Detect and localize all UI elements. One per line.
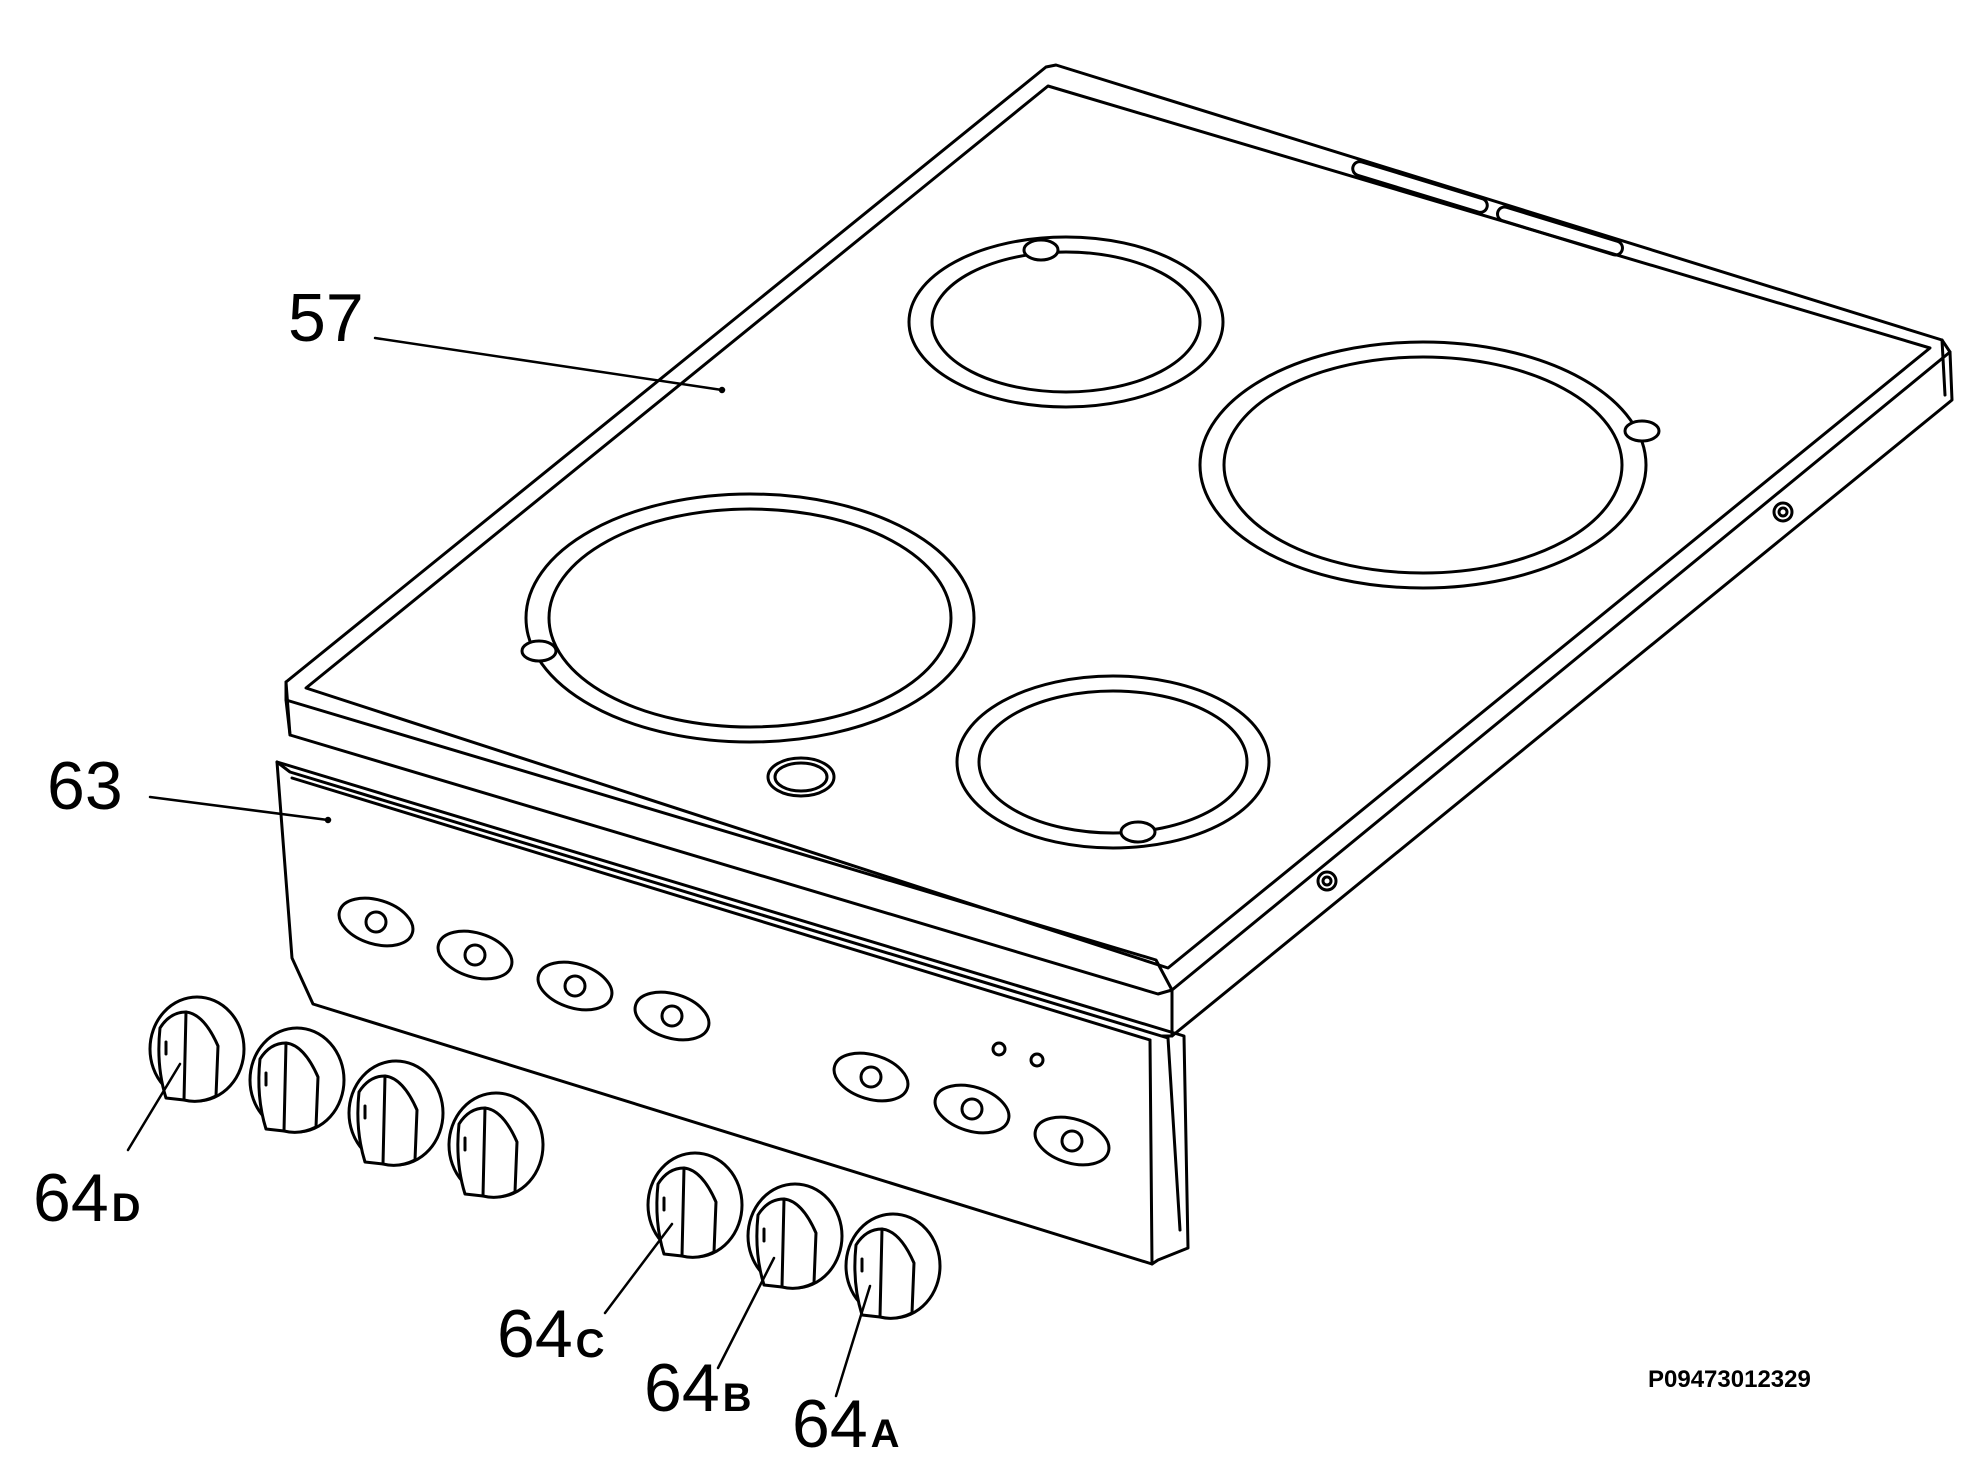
leader-63 (148, 795, 330, 822)
control-panel (275, 760, 1190, 1266)
cooking-zones (520, 235, 1661, 850)
knob-mount (832, 1051, 910, 1103)
cooking-zone-front-right (955, 674, 1271, 850)
label-64a-number: 64 (792, 1386, 868, 1462)
knob-mount (933, 1083, 1011, 1135)
side-screw (1316, 870, 1338, 892)
label-64d-suffix: D (111, 1186, 141, 1230)
knob-mount (337, 896, 415, 948)
label-64d: 64D (33, 1164, 141, 1232)
knob-64a (844, 1212, 942, 1320)
label-64c-number: 64 (497, 1296, 573, 1372)
cooking-zone-rear-left (907, 235, 1225, 409)
cooking-zone-rear-right (1198, 340, 1661, 590)
knobs (148, 995, 942, 1320)
label-64b-suffix: B (722, 1376, 752, 1420)
knob-mount (436, 929, 514, 981)
knob-mount (536, 960, 614, 1012)
label-64d-number: 64 (33, 1160, 109, 1236)
panel-indicator (991, 1041, 1007, 1057)
label-64b: 64B (644, 1354, 752, 1422)
cooking-zone-front-left (520, 492, 976, 744)
panel-indicator (1029, 1052, 1045, 1068)
leader-64d (126, 1062, 182, 1152)
hob-top (284, 63, 1954, 1038)
knob-64c (646, 1151, 744, 1259)
label-57-number: 57 (288, 280, 364, 356)
knob-64d-2 (248, 1026, 346, 1134)
knob-64d (148, 995, 246, 1103)
leader-64a (834, 1284, 872, 1398)
leader-lines (126, 336, 872, 1398)
vent-slot-right (1496, 205, 1624, 257)
drawing-code: P09473012329 (1648, 1366, 1811, 1393)
label-63-number: 63 (47, 748, 123, 824)
leader-64c (603, 1222, 674, 1315)
knob-64d-4 (447, 1091, 545, 1199)
leader-57 (373, 336, 724, 392)
label-64c-suffix: C (575, 1322, 605, 1366)
knob-mount (633, 990, 711, 1042)
label-64b-number: 64 (644, 1350, 720, 1426)
knob-mount (1033, 1115, 1111, 1167)
vent-slot-left (1351, 160, 1489, 214)
knob-64d-3 (347, 1059, 445, 1167)
indicator-light (766, 756, 836, 798)
label-57: 57 (288, 284, 364, 352)
label-64a-suffix: A (870, 1412, 900, 1456)
label-64a: 64A (792, 1390, 900, 1458)
leader-64b (716, 1256, 776, 1370)
label-64c: 64C (497, 1300, 605, 1368)
side-screw (1772, 501, 1794, 523)
knob-64b (746, 1182, 844, 1290)
label-63: 63 (47, 752, 123, 820)
